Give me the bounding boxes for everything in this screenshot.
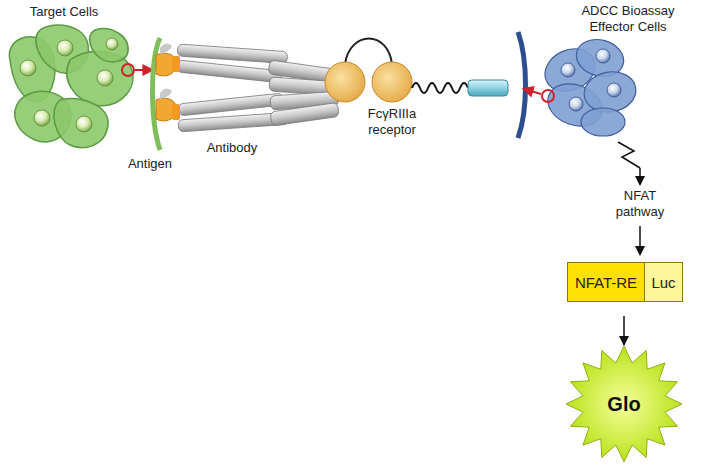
node-text: Glo — [607, 393, 640, 416]
receptor-stalk — [412, 83, 468, 93]
effector-cells — [538, 34, 639, 136]
zoom-arrow — [135, 69, 152, 71]
zoom-arrow — [524, 89, 541, 94]
starburst-shape — [566, 346, 682, 462]
part-label: ADCC Bioassay Effector Cells — [572, 3, 684, 36]
effector-nuclei — [561, 49, 621, 111]
part-label: NFAT pathway — [608, 188, 672, 221]
highlight-circle — [542, 90, 554, 102]
luciferase-box: Luc — [644, 262, 683, 302]
part-label: FcγRIIIa receptor — [354, 106, 430, 139]
antibody-tip — [172, 56, 180, 120]
receptor-domain — [372, 62, 412, 102]
receptor-loop — [345, 39, 392, 65]
node-text: NFAT-RE — [575, 274, 637, 291]
pathway-arrow — [639, 226, 641, 254]
target-cells — [9, 25, 133, 148]
target-nuclei — [20, 38, 118, 132]
flow-arrow — [623, 316, 625, 345]
antibody — [177, 44, 340, 132]
part-label: Antibody — [187, 140, 277, 156]
node-text: Luc — [651, 274, 675, 291]
highlight-circle — [122, 64, 134, 76]
part-label: Antigen — [110, 156, 190, 172]
luminescence-burst: Glo — [566, 346, 682, 462]
receptor-domain — [325, 62, 365, 102]
transmembrane-segment — [468, 80, 508, 96]
antigen-stalk — [160, 43, 172, 99]
signal-arrow — [639, 168, 641, 184]
effector-membrane — [518, 32, 526, 138]
signal-bolt — [618, 142, 640, 168]
part-label: Target Cells — [4, 4, 124, 20]
reporter-element-box: NFAT-RE — [567, 262, 645, 302]
